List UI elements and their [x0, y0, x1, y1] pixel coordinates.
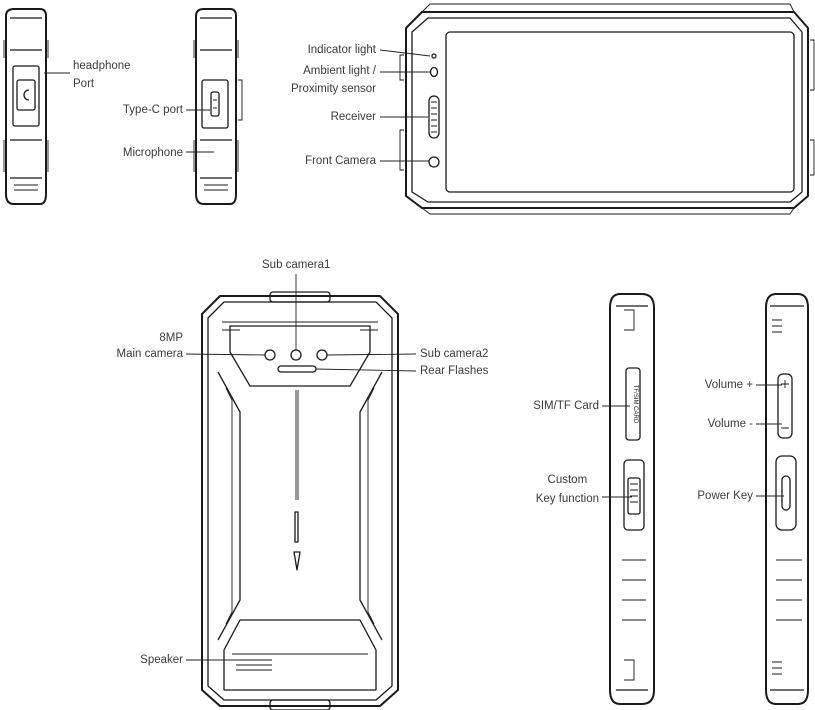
leader-main-camera	[185, 353, 266, 356]
top-view-typec	[193, 8, 243, 205]
custom-key-label-line2: Key function	[535, 493, 599, 505]
sub-camera1-label: Sub camera1	[262, 259, 331, 271]
side-view-keys	[765, 293, 809, 705]
custom-key-label-line1: Custom	[547, 474, 588, 486]
top-view-headphone	[3, 8, 49, 205]
indicator-light-label: Indicator light	[307, 44, 376, 56]
leader-lines	[44, 49, 784, 661]
volume-down-label: Volume -	[707, 418, 753, 430]
side-view-sim: TF/SIM CARD	[609, 293, 655, 705]
front-camera-label: Front Camera	[305, 155, 376, 167]
leader-sub-camera2	[326, 353, 417, 356]
main-camera-label-line1: 8MP	[159, 332, 183, 344]
headphone-port-label-line1: headphone	[73, 60, 131, 72]
speaker-label: Speaker	[140, 654, 183, 666]
power-key-label: Power Key	[697, 490, 753, 502]
volume-up-label: Volume +	[704, 379, 753, 391]
receiver-label: Receiver	[330, 111, 376, 123]
main-camera-label: 8MP Main camera	[117, 331, 183, 361]
microphone-label: Microphone	[122, 147, 183, 159]
type-c-port-label: Type-C port	[122, 104, 183, 116]
leader-rear-flashes	[315, 368, 417, 372]
main-camera-label-line2: Main camera	[116, 348, 183, 360]
front-view	[399, 3, 815, 215]
rear-flashes-label: Rear Flashes	[420, 365, 489, 377]
sim-slot-text: TF/SIM CARD	[632, 385, 638, 424]
headphone-port-label: headphone Port	[73, 59, 131, 91]
leader-indicator	[379, 49, 431, 57]
headphone-port-label-line2: Port	[73, 78, 95, 90]
sim-tf-card-label: SIM/TF Card	[533, 400, 599, 412]
ambient-light-label-line1: Ambient light /	[303, 65, 376, 77]
ambient-light-label-line2: Proximity sensor	[291, 83, 376, 95]
ambient-light-label: Ambient light / Proximity sensor	[291, 64, 376, 96]
sub-camera2-label: Sub camera2	[420, 348, 489, 360]
custom-key-label: Custom Key function	[536, 473, 599, 506]
